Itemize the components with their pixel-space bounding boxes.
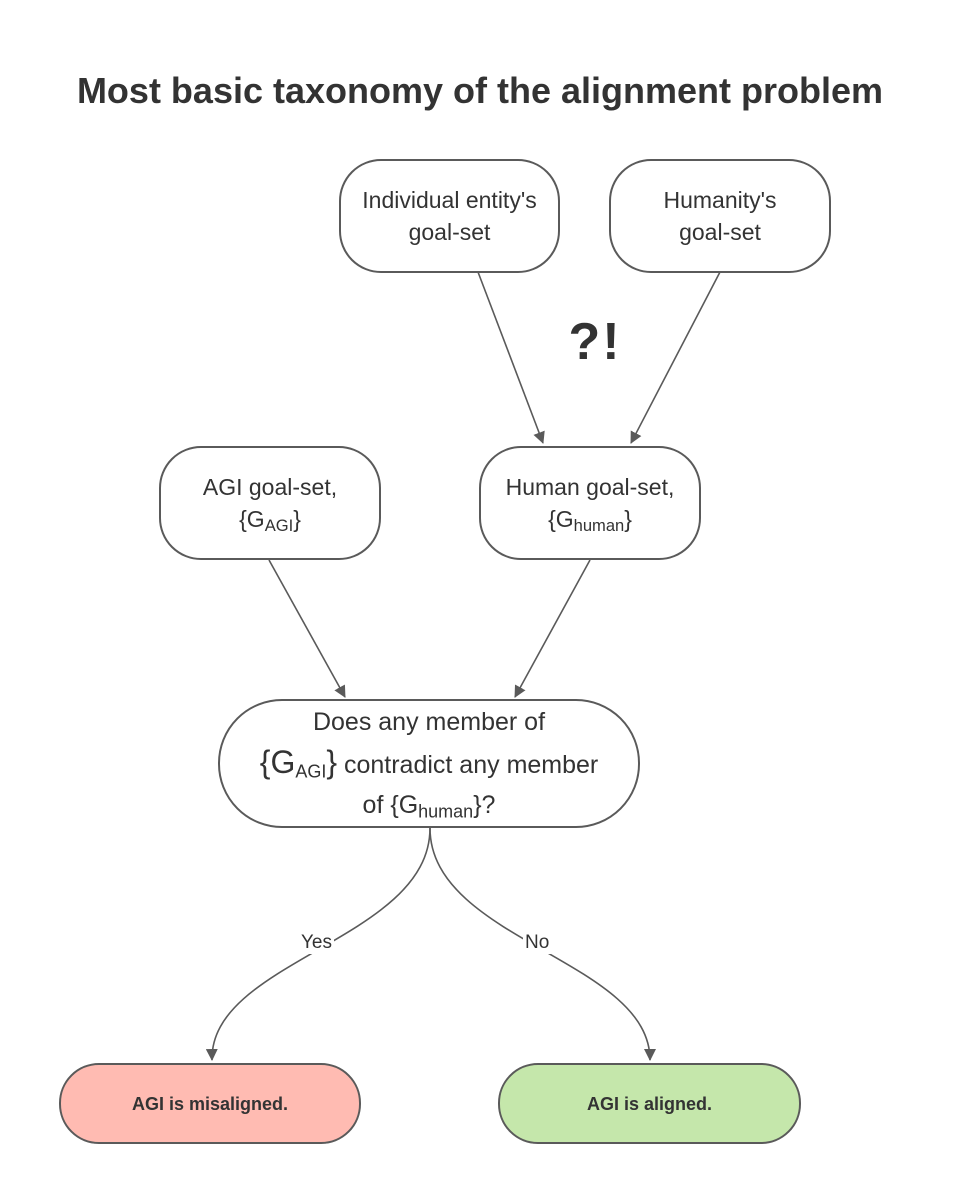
question-line2: {GAGI} contradict any member [260, 742, 599, 785]
question-agi-open: {G [259, 744, 296, 780]
human-brace-close: } [624, 506, 632, 532]
individual-goal-set-node: Individual entity's goal-set [339, 159, 560, 273]
question-line3-post: }? [473, 791, 496, 819]
arrow-agi-to-question [268, 559, 346, 698]
arrow-individual-to-human [477, 271, 545, 444]
human-goal-set-symbol: {Ghuman} [548, 503, 632, 535]
misaligned-label: AGI is misaligned. [131, 1093, 289, 1114]
individual-goal-set-line1: Individual entity's [362, 187, 537, 213]
agi-brace-open: {G [239, 506, 265, 532]
question-human-subscript: human [418, 801, 474, 822]
human-goal-set-node: Human goal-set, {Ghuman} [479, 446, 701, 560]
agi-brace-close: } [293, 506, 301, 532]
question-line3-pre: of {G [362, 791, 419, 819]
aligned-label: AGI is aligned. [586, 1093, 713, 1114]
agi-goal-set-line1: AGI goal-set, [202, 474, 338, 500]
edge-label-yes: Yes [299, 932, 334, 954]
agi-goal-set-symbol: {GAGI} [239, 503, 301, 535]
diagram-title: Most basic taxonomy of the alignment pro… [76, 70, 884, 111]
aligned-outcome-node: AGI is aligned. [498, 1063, 801, 1144]
humanity-goal-set-node: Humanity's goal-set [609, 159, 831, 273]
arrow-human-to-question [514, 559, 591, 698]
question-line1: Does any member of [312, 708, 546, 736]
human-goal-set-line1: Human goal-set, [505, 474, 675, 500]
question-line3: of {Ghuman}? [363, 785, 496, 825]
edge-label-no: No [523, 932, 552, 954]
misaligned-outcome-node: AGI is misaligned. [59, 1063, 361, 1144]
individual-goal-set-line2: goal-set [408, 219, 491, 245]
question-agi-close: } [326, 744, 338, 780]
humanity-goal-set-line2: goal-set [679, 219, 761, 245]
contradiction-question-node: Does any member of {GAGI} contradict any… [218, 699, 640, 828]
humanity-goal-set-line1: Humanity's [663, 187, 777, 213]
human-subscript: human [573, 516, 625, 536]
agi-goal-set-node: AGI goal-set, {GAGI} [159, 446, 381, 560]
arrow-humanity-to-human [630, 271, 721, 444]
conflict-mark: ?! [568, 313, 622, 371]
human-brace-open: {G [548, 506, 574, 532]
agi-subscript: AGI [264, 516, 294, 536]
question-line2-rest: contradict any member [337, 751, 599, 779]
question-agi-subscript: AGI [295, 761, 327, 782]
